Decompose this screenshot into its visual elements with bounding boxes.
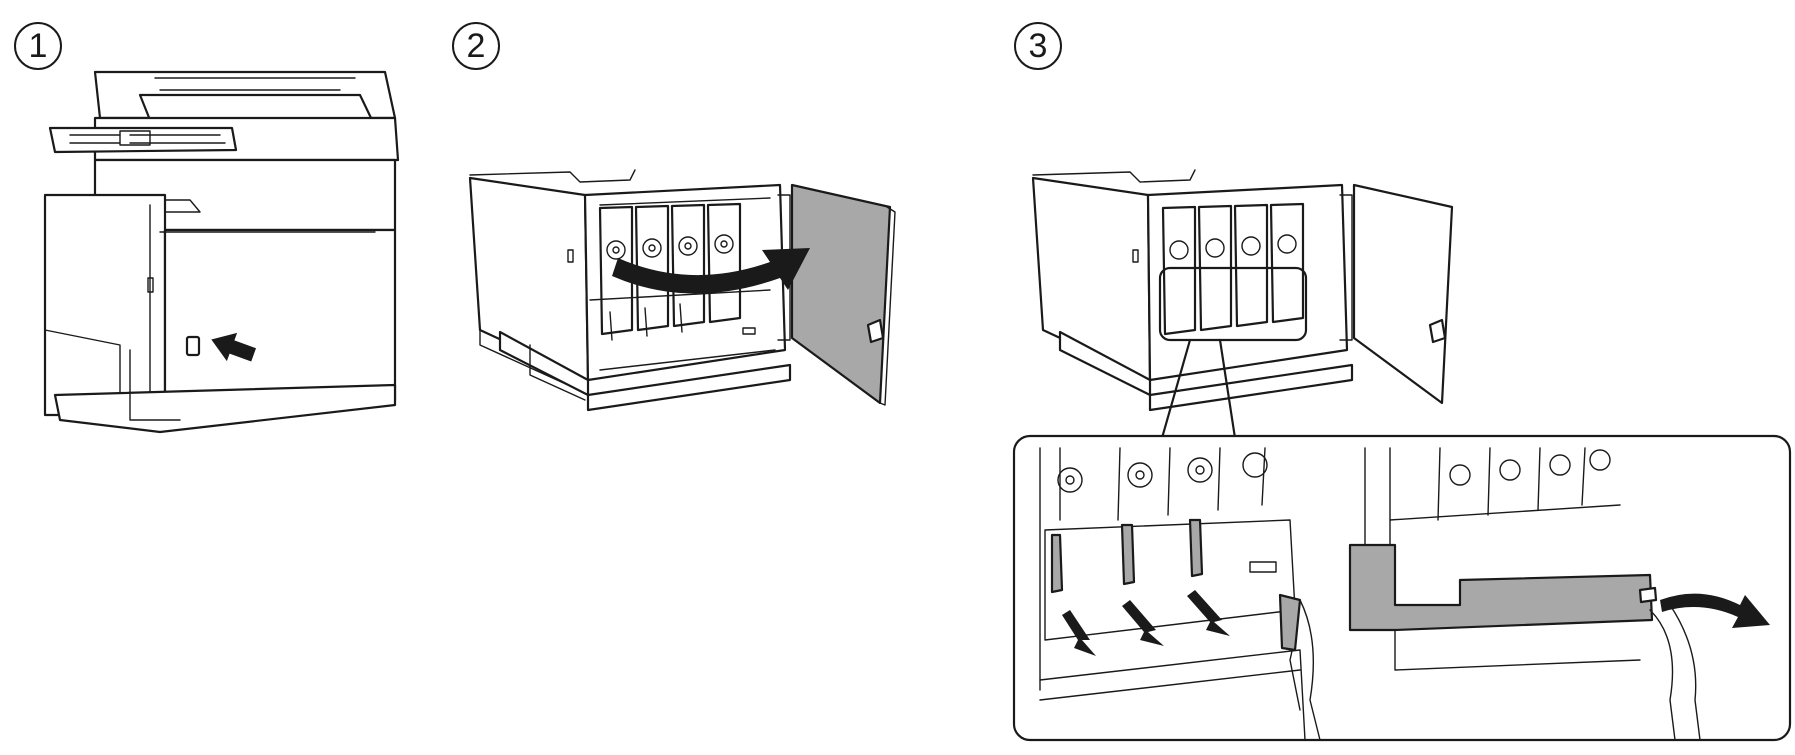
door-latch xyxy=(866,318,885,344)
printer-side-panel xyxy=(43,193,167,417)
inner-cover-tab xyxy=(742,327,756,335)
front-cover-door xyxy=(1352,183,1454,405)
callout-pointer xyxy=(1160,338,1237,440)
open-arrow-icon xyxy=(612,248,810,294)
front-cover-door xyxy=(790,183,892,405)
inner-cover-removed xyxy=(1348,543,1654,632)
step-3-panel: 3 xyxy=(1000,0,1795,755)
display-screen xyxy=(119,130,151,146)
paper-tray xyxy=(498,330,792,412)
pull-arrow-icon xyxy=(1660,593,1770,628)
paper-tray xyxy=(1058,330,1354,412)
document-tray xyxy=(138,93,374,122)
printer-open-cover-illustration xyxy=(468,169,896,412)
detail-release-tabs xyxy=(1039,447,1321,741)
detail-callout-box xyxy=(1012,434,1792,742)
side-latch xyxy=(567,249,574,263)
remove-inner-cover-illustration xyxy=(1012,169,1792,742)
printer-full-illustration xyxy=(43,70,400,434)
hand-right xyxy=(1649,604,1701,741)
step-1-number: 1 xyxy=(14,22,62,70)
push-arrow-icon xyxy=(211,332,257,362)
side-cover-button xyxy=(185,335,201,357)
toner-cartridges xyxy=(1161,202,1305,336)
down-arrow-icon-1 xyxy=(1062,610,1096,656)
down-arrow-icon-3 xyxy=(1187,590,1230,636)
step-1-panel: 1 xyxy=(0,0,420,755)
down-arrow-icon-2 xyxy=(1122,600,1164,646)
step-3-number: 3 xyxy=(1014,22,1062,70)
step-2-number: 2 xyxy=(452,22,500,70)
control-panel xyxy=(48,126,238,154)
step-2-panel: 2 xyxy=(440,0,980,755)
zoom-highlight-box xyxy=(1158,266,1308,342)
detail-remove-cover xyxy=(1348,447,1770,741)
side-latch xyxy=(147,277,154,293)
